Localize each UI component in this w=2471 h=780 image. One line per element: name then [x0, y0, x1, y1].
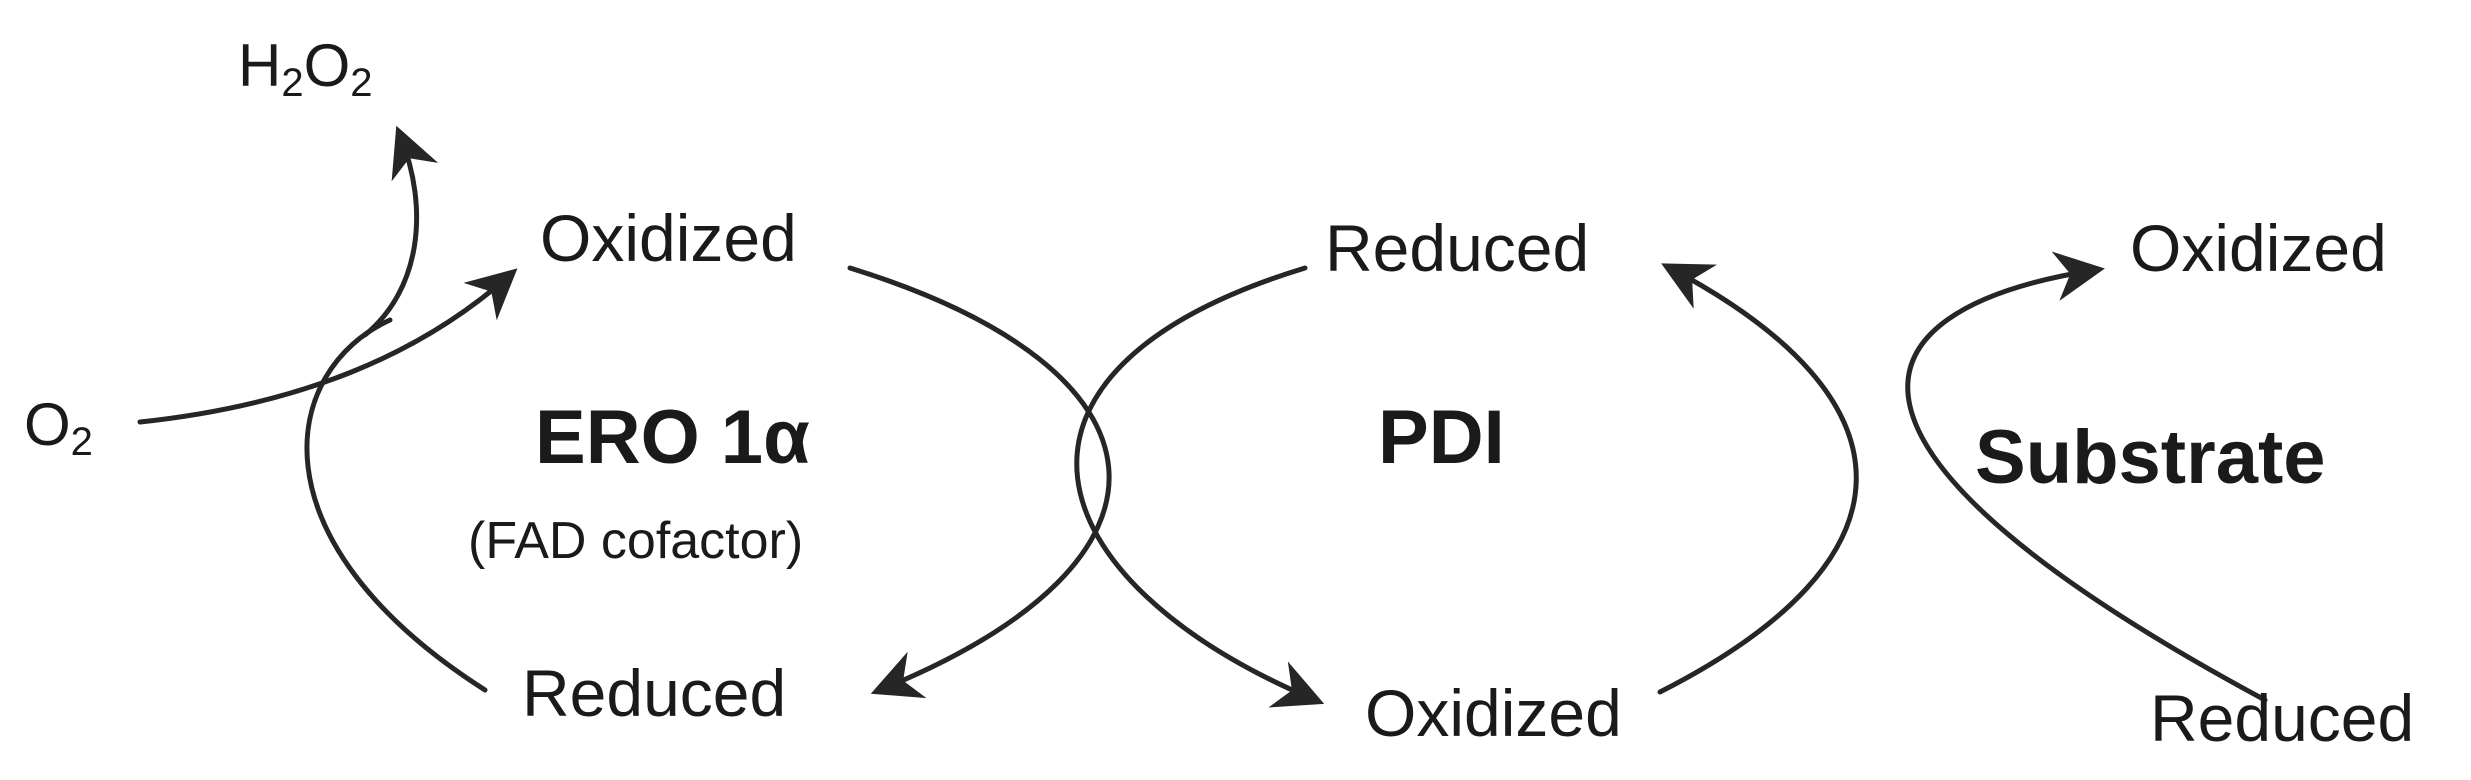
arrow-to-h2o2 [362, 125, 439, 338]
o2-label: O2 [24, 395, 93, 464]
h2o2-h: H [238, 32, 282, 99]
ero1a-cofactor: (FAD cofactor) [468, 512, 804, 570]
arc-ero-left [304, 317, 488, 693]
arrow-o2-to-ero-oxidized [137, 268, 518, 425]
substrate-name: Substrate [1975, 415, 2326, 500]
arrow-ero-oxidized-to-reduced [847, 265, 1112, 699]
substrate-reduced-label: Reduced [2150, 681, 2415, 755]
h2o2-label: H2O2 [238, 36, 373, 105]
pdi-name: PDI [1378, 395, 1505, 480]
ero-oxidized-label: Oxidized [540, 201, 797, 275]
pdi-reduced-label: Reduced [1325, 211, 1590, 285]
o2-subscript: 2 [70, 420, 93, 464]
h2o2-o: O [303, 32, 351, 99]
pdi-oxidized-label: Oxidized [1365, 676, 1622, 750]
h2o2-o-subscript: 2 [350, 61, 373, 105]
ero-reduced-label: Reduced [522, 656, 787, 730]
arrow-substrate-reduced-to-oxidized [1905, 251, 2268, 703]
arrow-pdi-oxidized-to-reduced [1657, 263, 1859, 695]
h2o2-h-subscript: 2 [281, 61, 304, 105]
ero1a-name: ERO 1α [535, 395, 810, 480]
o2-o: O [24, 391, 71, 458]
substrate-oxidized-label: Oxidized [2130, 211, 2387, 285]
arrow-pdi-reduced-to-oxidized [1074, 265, 1325, 708]
